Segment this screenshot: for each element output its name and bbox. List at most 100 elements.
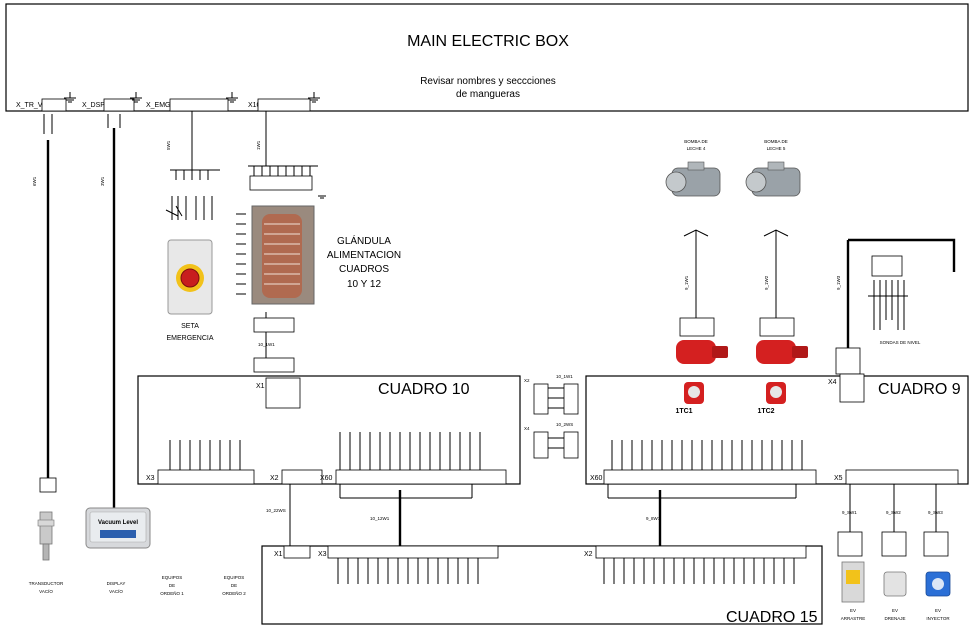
cable-9-8w1-label: 9_8W1: [646, 516, 661, 521]
svg-text:X2: X2: [524, 378, 530, 383]
svg-text:X2: X2: [270, 475, 279, 482]
glandula-label-line2: ALIMENTACION: [327, 250, 401, 261]
connector-4-icon: [676, 340, 728, 364]
vacuum-display-icon: Vacuum Level: [85, 507, 151, 549]
milking2-label-line2: DE: [231, 583, 237, 588]
emergency-stop-button-icon: [167, 239, 213, 315]
milking1-label-line3: ORDEÑO 1: [160, 590, 184, 596]
main-box-title: MAIN ELECTRIC BOX: [407, 33, 569, 50]
svg-text:BOMBA DE: BOMBA DE: [764, 139, 788, 144]
display-label-line1: DISPLAY: [107, 581, 126, 586]
cable-9-1w2-label: 9_1W2: [764, 275, 769, 290]
svg-text:10_1W1: 10_1W1: [556, 374, 573, 379]
socket-1tc2-icon: [766, 382, 786, 404]
svg-text:9_SW1: 9_SW1: [842, 510, 857, 515]
cable-9-1w3-label: 9_1W3: [836, 275, 841, 290]
cuadro15-terminal-x2: X2: [584, 551, 593, 558]
glandula-label-line4: 10 Y 12: [347, 279, 382, 290]
svg-text:X5: X5: [834, 475, 843, 482]
motor-4-icon: [665, 161, 721, 197]
svg-text:10_2WS: 10_2WS: [556, 422, 573, 427]
ev-drenaje-label-line2: DRENAJE: [884, 616, 905, 621]
gland-output-terminals: [253, 317, 295, 333]
cable-6w1-label: 6W1: [32, 176, 37, 186]
cuadro10-vertical-leads: [169, 432, 481, 470]
cable-10-22ws-label: 10_22WS: [266, 508, 286, 513]
transducer-icon: [37, 477, 57, 561]
terminal-x-tr-vd: X_TR_VD: [16, 102, 48, 109]
svg-text:BOMBA DE: BOMBA DE: [684, 139, 708, 144]
cable-gland-photo-icon: [251, 205, 315, 305]
cable-3w1-label: 3W1: [100, 176, 105, 186]
cuadro9-vertical-leads: [611, 440, 803, 470]
ev-drenaje-label-line1: EV: [892, 608, 898, 613]
cuadro-15-panel: [261, 545, 823, 625]
cable-10-12w1-label: 10_12W1: [370, 516, 390, 521]
ev-arrastre-label-line1: EV: [850, 608, 856, 613]
cable-5w1-label: 5W1: [166, 140, 171, 150]
motor-5-icon: [745, 161, 801, 197]
milk-pump-4: BOMBA DE LECHE 4 9_1W1 1TC1: [665, 139, 728, 415]
ev-cables: 9_SW1 9_SW2 9_SW3: [837, 484, 949, 557]
display-brand: Vacuum Level: [98, 520, 138, 526]
terminal-x-dsp: X_DSP: [82, 102, 105, 109]
top-terminal-blocks: [41, 98, 311, 112]
level-probes: 9_1W3 SONDAS DE NIVEL: [835, 238, 956, 375]
ev-inyector-icon: [925, 571, 951, 597]
svg-text:LECHE 5: LECHE 5: [767, 146, 786, 151]
glandula-label-line1: GLÁNDULA: [337, 234, 391, 247]
terminal-x10: X10: [248, 102, 261, 109]
cable-10-1w1-label: 10_1W1: [258, 342, 275, 347]
cuadro-9-title: CUADRO 9: [878, 381, 961, 398]
milk-pump-5: BOMBA DE LECHE 5 9_1W2 1TC2: [745, 139, 808, 415]
socket-1tc2-label: 1TC2: [757, 408, 774, 415]
sondas-label: SONDAS DE NIVEL: [880, 340, 921, 345]
ev-drenaje-icon: [883, 571, 907, 597]
cuadro10-terminal-x1: X1: [256, 383, 265, 390]
socket-1tc1-label: 1TC1: [675, 408, 692, 415]
main-box-note-line2: de mangueras: [456, 89, 520, 100]
milking2-label-line1: EQUIPOS: [224, 575, 245, 580]
display-label-line2: VACÍO: [109, 588, 123, 594]
cuadro-10-panel: [137, 375, 521, 485]
seta-label-line2: EMERGENCIA: [166, 335, 213, 342]
terminal-x-emg: X_EMG: [146, 102, 171, 109]
cuadro15-terminal-x1: X1: [274, 551, 283, 558]
svg-text:X60: X60: [320, 475, 333, 482]
ev-inyector-label-line2: INYECTOR: [926, 616, 950, 621]
cable-9-1w1-label: 9_1W1: [684, 275, 689, 290]
transducer-label-line1: TRANSDUCTOR: [29, 581, 64, 586]
svg-text:X60: X60: [590, 475, 603, 482]
svg-text:X3: X3: [146, 475, 155, 482]
emergency-stop-contacts: [165, 196, 213, 220]
ev-arrastre-label-line2: ARRASTRE: [841, 616, 866, 621]
transducer-label-line2: VACÍO: [39, 588, 53, 594]
svg-text:LECHE 4: LECHE 4: [687, 146, 706, 151]
cuadro-10-title: CUADRO 10: [378, 381, 470, 398]
cuadro10-bottom-terminals: X3 X2 X60: [146, 469, 507, 485]
svg-text:9_SW3: 9_SW3: [928, 510, 943, 515]
main-electric-box: [5, 3, 969, 112]
gland-switch-bank: [236, 213, 246, 295]
cable-1w1-label: 1W1: [256, 140, 261, 150]
ground-symbols: [64, 92, 320, 103]
socket-1tc1-icon: [684, 382, 704, 404]
milking2-label-line3: ORDEÑO 2: [222, 590, 246, 596]
svg-text:9_SW2: 9_SW2: [886, 510, 901, 515]
cuadro-15-title: CUADRO 15: [726, 609, 818, 626]
milking1-label-line1: EQUIPOS: [162, 575, 183, 580]
milking1-label-line2: DE: [169, 583, 175, 588]
cuadro9-bottom-terminals: X60 X5: [590, 469, 959, 485]
svg-text:X4: X4: [524, 426, 530, 431]
connector-5-icon: [756, 340, 808, 364]
gland-terminal-block: [249, 175, 326, 199]
ev-inyector-label-line1: EV: [935, 608, 941, 613]
cuadro15-terminal-x3: X3: [318, 551, 327, 558]
ev-arrastre-icon: [841, 561, 865, 603]
cuadro15-leads: [337, 558, 795, 584]
main-box-note-line1: Revisar nombres y seccciones: [420, 76, 556, 87]
cuadro10-cuadro9-link: X2 10_1W1 X4 10_2WS: [524, 374, 579, 459]
glandula-label-line3: CUADROS: [339, 264, 389, 275]
seta-label-line1: SETA: [181, 323, 199, 330]
